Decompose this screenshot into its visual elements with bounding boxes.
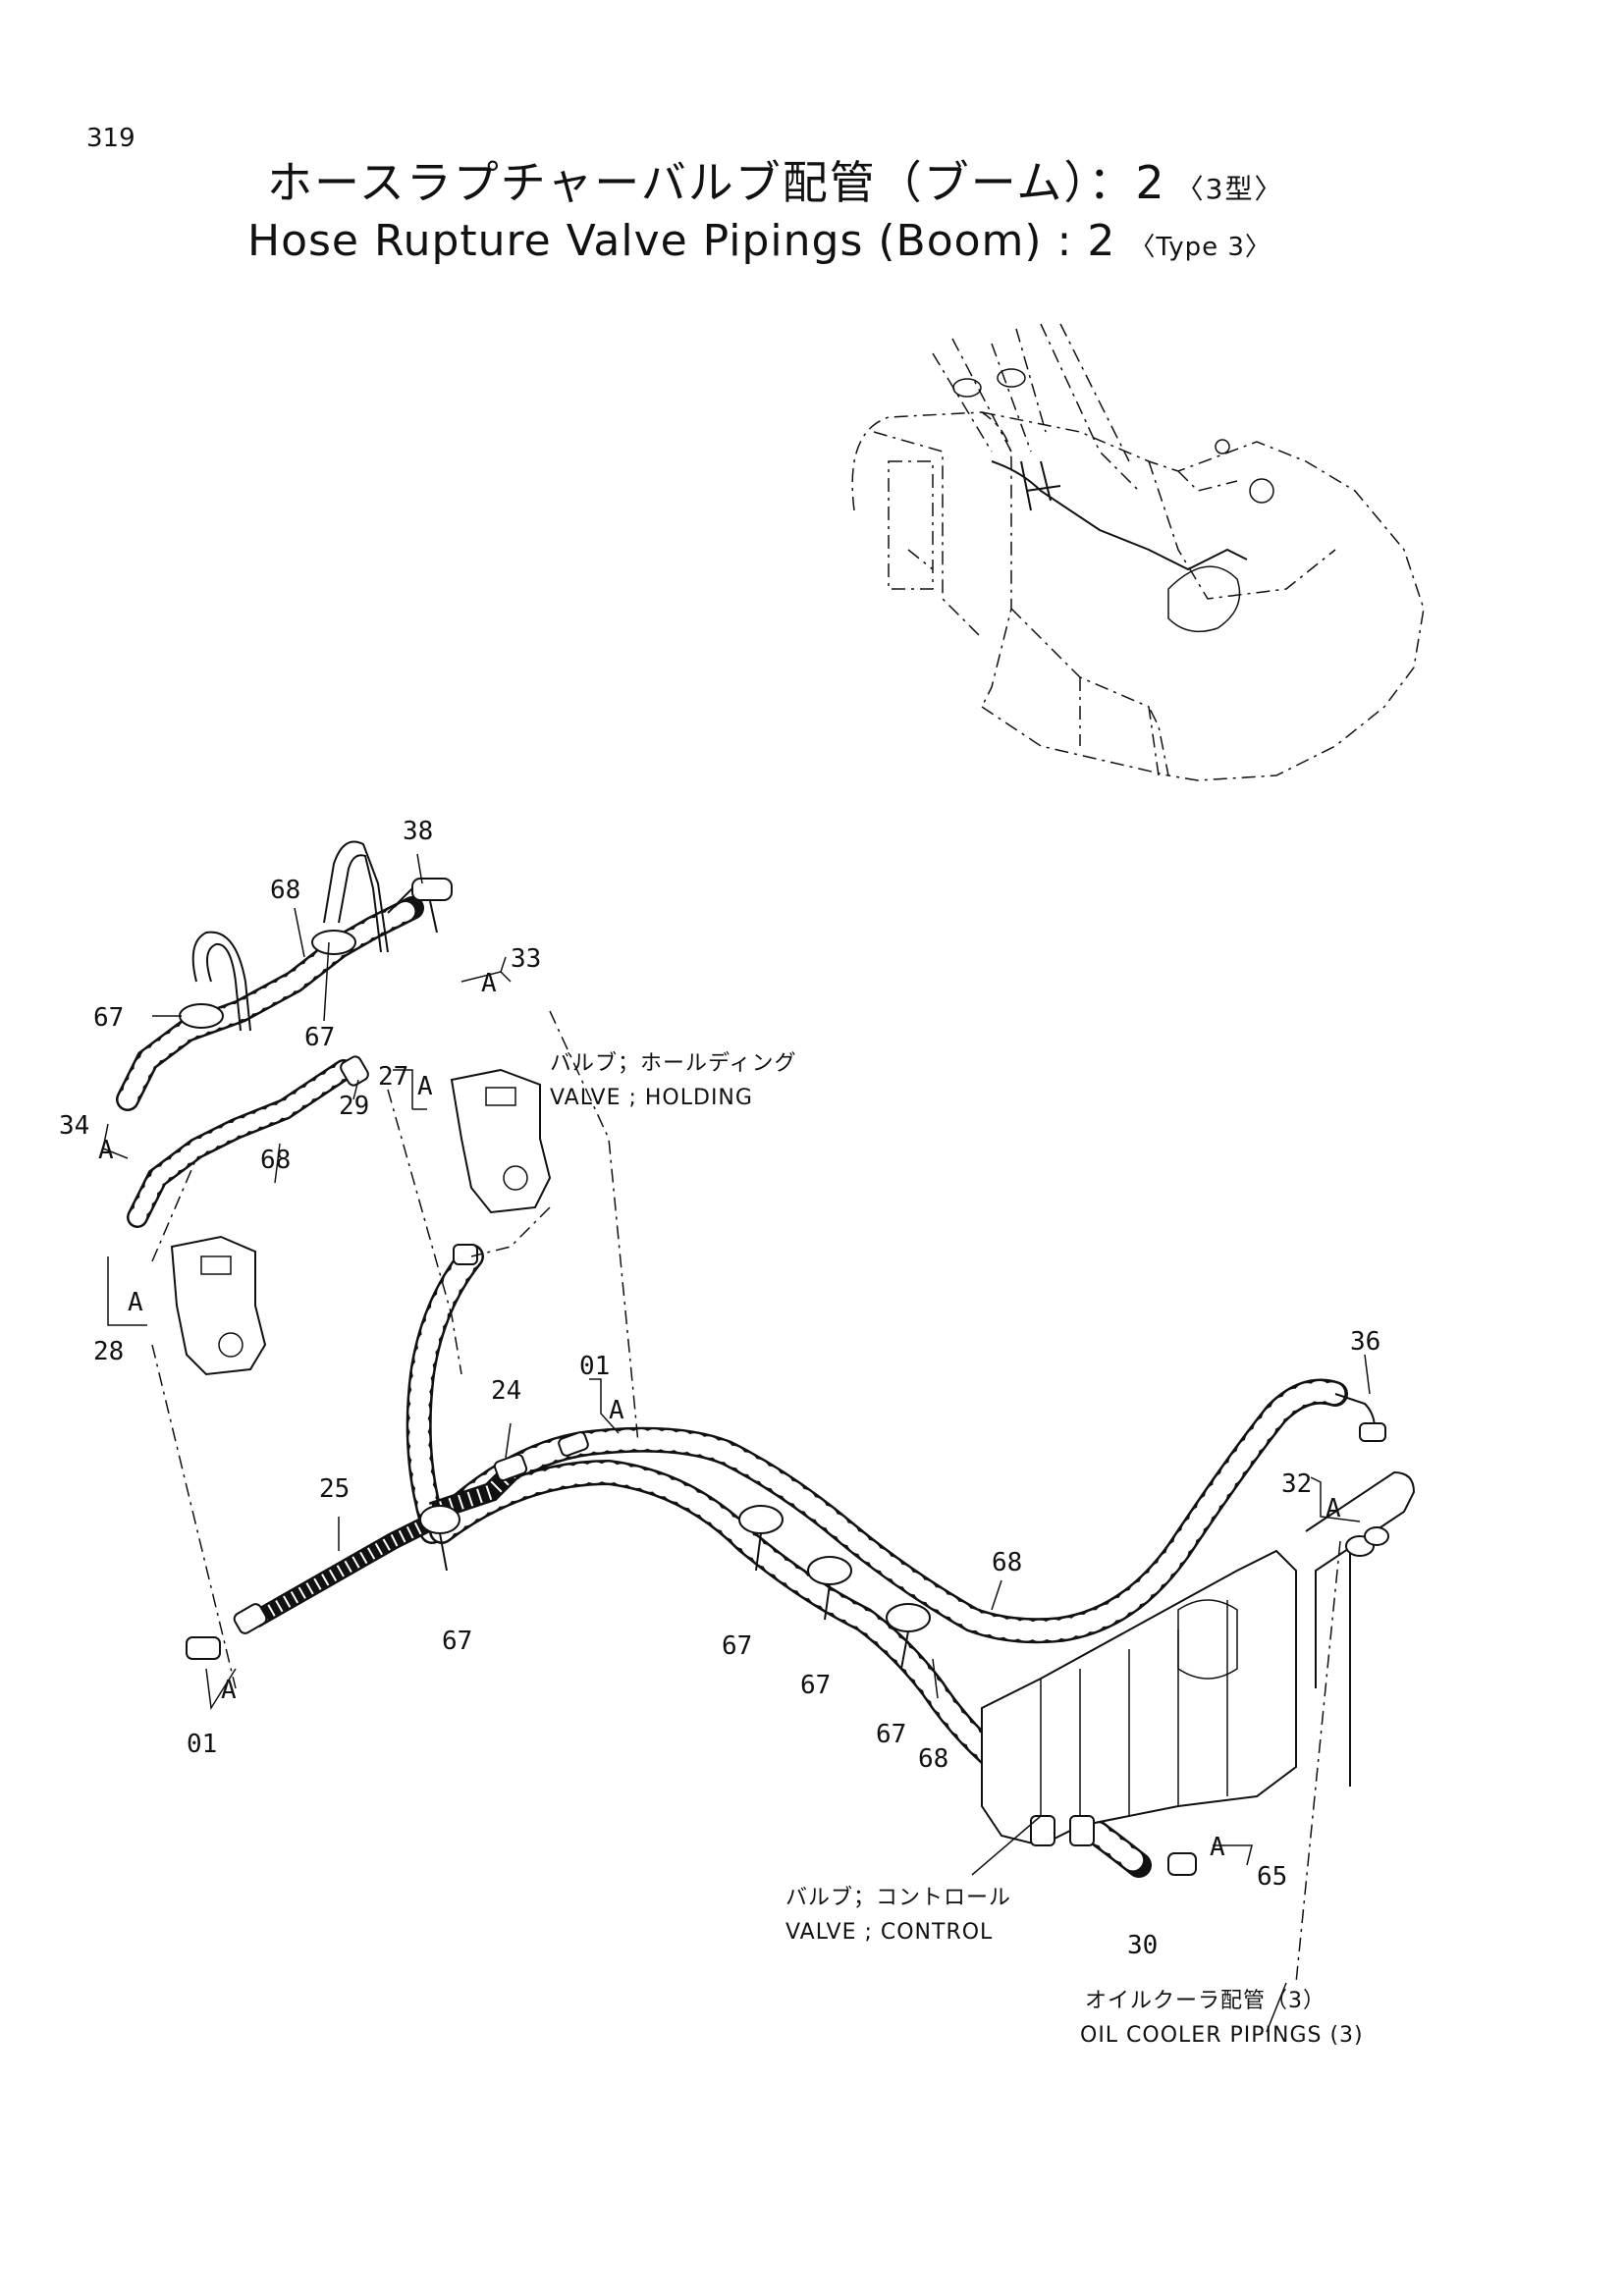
callout-68-top: 68 xyxy=(270,876,300,905)
title-en-text: Hose Rupture Valve Pipings (Boom) : 2 xyxy=(247,216,1116,266)
control-valve-label-en: VALVE ; CONTROL xyxy=(785,1920,993,1945)
callout-a-01-bottom: A xyxy=(221,1676,237,1705)
bracket-marks xyxy=(102,956,1361,1866)
oil-cooler-label-jp: オイルクーラ配管（3） xyxy=(1085,1989,1325,2013)
holding-valve-upper xyxy=(450,1068,552,1214)
callout-33: 33 xyxy=(511,944,541,974)
callout-67-b: 67 xyxy=(722,1631,752,1661)
title-jp-type: 〈3型〉 xyxy=(1175,173,1284,205)
callout-25: 25 xyxy=(319,1474,350,1504)
holding-valve-label-en: VALVE ; HOLDING xyxy=(550,1086,753,1110)
callouts: 38 68 33 A 67 67 27 A 34 A 29 68 28 A 01… xyxy=(59,817,1380,1960)
callout-01-top: 01 xyxy=(579,1352,610,1381)
title-en-type: 〈Type 3〉 xyxy=(1129,233,1271,262)
callout-67-d: 67 xyxy=(876,1720,906,1749)
callout-68-right: 68 xyxy=(992,1548,1022,1577)
callout-30: 30 xyxy=(1127,1931,1158,1960)
title-english: Hose Rupture Valve Pipings (Boom) : 2 〈Ty… xyxy=(247,216,1271,266)
callout-67-left: 67 xyxy=(93,1003,124,1033)
callout-68-bottom: 68 xyxy=(918,1744,948,1774)
callout-29: 29 xyxy=(339,1092,369,1121)
callout-67-a: 67 xyxy=(442,1627,472,1656)
title-jp-text: ホースラプチャーバルブ配管（ブーム）：2 xyxy=(267,156,1166,209)
control-valve xyxy=(981,1470,1416,1847)
leader-lines xyxy=(151,853,1371,2033)
callout-34: 34 xyxy=(59,1111,89,1141)
clamps xyxy=(179,930,931,1670)
callout-67-c: 67 xyxy=(800,1671,831,1700)
callout-01-bottom: 01 xyxy=(187,1730,217,1759)
callout-24: 24 xyxy=(491,1376,521,1406)
callout-38: 38 xyxy=(403,817,433,846)
callout-27: 27 xyxy=(378,1062,408,1092)
holding-valve-lower xyxy=(170,1235,267,1376)
oil-cooler-label-en: OIL COOLER PIPINGS (3) xyxy=(1080,2023,1364,2048)
callout-a-27: A xyxy=(417,1072,433,1101)
callout-68-mid: 68 xyxy=(260,1146,291,1175)
callout-28: 28 xyxy=(93,1337,124,1366)
callout-36: 36 xyxy=(1350,1327,1380,1357)
callout-67-top: 67 xyxy=(304,1023,335,1052)
callout-a-65: A xyxy=(1210,1833,1225,1862)
holding-valve-label-jp: バルブ；ホールディング xyxy=(550,1051,796,1076)
title-japanese: ホースラプチャーバルブ配管（ブーム）：2 〈3型〉 xyxy=(267,147,1284,212)
callout-a-32: A xyxy=(1325,1494,1341,1523)
callout-a-01-top: A xyxy=(609,1396,624,1425)
callout-a-28: A xyxy=(128,1288,143,1317)
callout-32: 32 xyxy=(1281,1469,1312,1499)
page-number: 319 xyxy=(86,124,135,153)
callout-65: 65 xyxy=(1257,1862,1287,1892)
control-valve-label-jp: バルブ；コントロール xyxy=(785,1886,1011,1910)
excavator-overview xyxy=(851,323,1425,781)
